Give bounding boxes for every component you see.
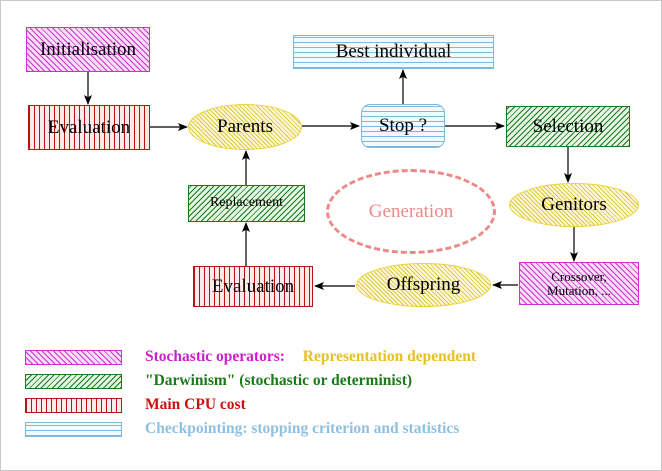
node-label: Crossover, Mutation, ... [547, 268, 611, 298]
legend-row: Stochastic operators: Representation dep… [25, 345, 645, 369]
legend-row: "Darwinism" (stochastic or determinist) [25, 369, 645, 393]
legend-label-darwinism: "Darwinism" (stochastic or determinist) [145, 372, 412, 390]
legend-swatch-checkpointing [25, 421, 122, 437]
node-best-individual[interactable]: Best individual [293, 35, 494, 69]
legend-swatch-main-cpu-cost [25, 397, 122, 413]
node-label: Offspring [386, 274, 461, 296]
legend-text-primary: Main CPU cost [145, 396, 246, 413]
legend-label-stochastic-operators: Stochastic operators: Representation dep… [145, 348, 476, 366]
legend-swatch-darwinism [25, 373, 122, 389]
node-label: Replacement [209, 195, 284, 211]
node-initialisation[interactable]: Initialisation [26, 27, 150, 72]
node-label: Selection [532, 115, 604, 137]
legend-row: Main CPU cost [25, 393, 645, 417]
node-replacement[interactable]: Replacement [188, 185, 305, 222]
node-genitors[interactable]: Genitors [509, 183, 639, 227]
legend-text-primary: Stochastic operators: [145, 348, 285, 365]
legend-text-primary: Checkpointing: stopping criterion and st… [145, 420, 460, 437]
node-offspring[interactable]: Offspring [356, 263, 491, 307]
node-label: Generation [368, 200, 454, 222]
node-crossover-mutation[interactable]: Crossover, Mutation, ... [519, 262, 639, 305]
legend: Stochastic operators: Representation dep… [25, 345, 645, 441]
node-stop[interactable]: Stop ? [361, 104, 445, 148]
node-label: Parents [217, 116, 273, 138]
legend-row: Checkpointing: stopping criterion and st… [25, 417, 645, 441]
node-label: Initialisation [39, 38, 137, 60]
node-parents[interactable]: Parents [188, 104, 302, 150]
legend-text-primary: "Darwinism" (stochastic or determinist) [145, 372, 413, 389]
legend-text-secondary: Representation dependent [302, 348, 477, 365]
node-generation-region: Generation [326, 169, 496, 254]
node-label: Best individual [335, 41, 452, 63]
node-label: Genitors [541, 194, 607, 216]
node-label: Evaluation [211, 275, 295, 297]
legend-label-main-cpu-cost: Main CPU cost [145, 396, 246, 414]
node-evaluation-bottom[interactable]: Evaluation [193, 266, 313, 307]
node-label: Evaluation [47, 116, 131, 138]
node-selection[interactable]: Selection [506, 106, 630, 147]
legend-swatch-stochastic-operators [25, 349, 122, 365]
node-label: Stop ? [378, 115, 428, 137]
legend-label-checkpointing: Checkpointing: stopping criterion and st… [145, 420, 459, 438]
node-evaluation-top[interactable]: Evaluation [28, 105, 150, 150]
